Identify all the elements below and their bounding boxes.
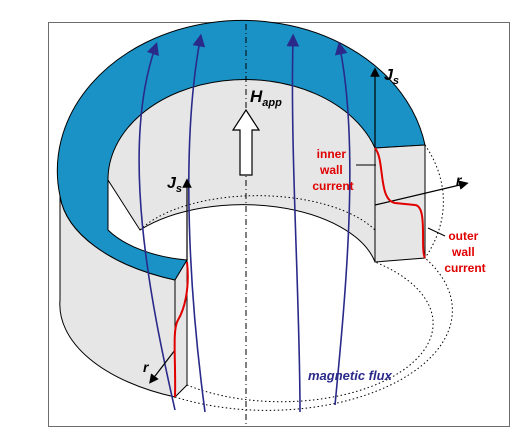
ring-top-surface <box>56 19 426 281</box>
dotted-outline-outer <box>174 257 453 411</box>
outer-wall-leader <box>427 227 446 237</box>
outer-wall-current-label: outer wall current <box>444 229 485 275</box>
cut-face-left <box>174 258 188 399</box>
js-label-left: Js <box>167 175 182 195</box>
flux-line-4 <box>334 41 351 406</box>
js-label-right: Js <box>384 67 399 87</box>
current-curve-right <box>374 147 426 259</box>
h-app-arrow <box>231 108 261 176</box>
flux-line-3 <box>286 33 301 413</box>
h-app-label: Happ <box>250 87 282 109</box>
current-curve-left <box>173 261 189 398</box>
flux-line-2 <box>188 33 206 413</box>
inner-wall-current-label: inner wall current <box>312 147 353 193</box>
dotted-outline-right <box>424 144 444 259</box>
r-axis-left <box>149 349 176 384</box>
r-label-left: r <box>143 359 150 375</box>
r-label-right: r <box>456 172 463 188</box>
dotted-outline-inner <box>186 261 434 403</box>
magnetic-flux-label: magnetic flux <box>308 368 393 383</box>
dotted-outline-mid <box>139 195 376 231</box>
